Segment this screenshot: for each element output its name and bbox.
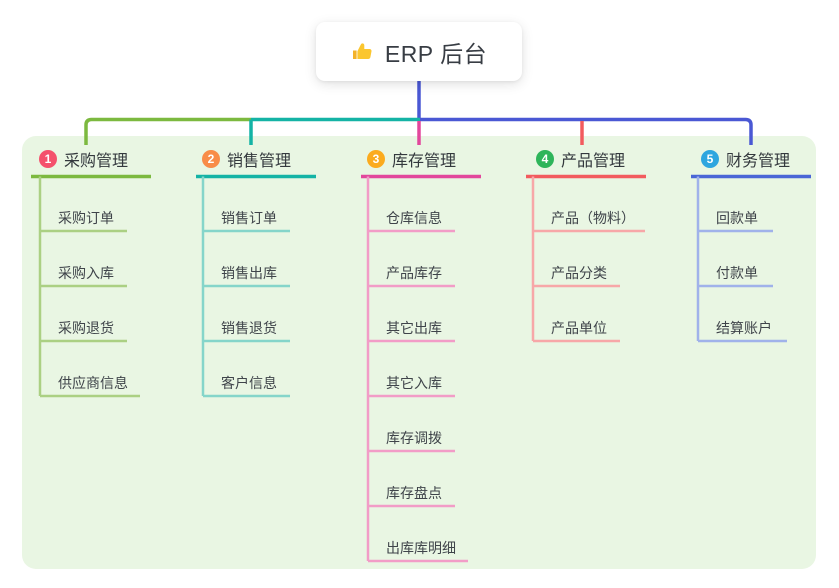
branch-title-product[interactable]: 4 产品管理 [536, 148, 625, 170]
branch-title-inventory[interactable]: 3 库存管理 [367, 148, 456, 170]
branch-title-finance[interactable]: 5 财务管理 [701, 148, 790, 170]
branch-number-badge-3: 3 [367, 150, 385, 168]
node-other-inbound[interactable]: 其它入库 [386, 375, 442, 391]
node-settlement-account[interactable]: 结算账户 [716, 320, 772, 336]
node-other-outbound[interactable]: 其它出库 [386, 320, 442, 336]
branch-label-product: 产品管理 [561, 153, 626, 170]
branch-label-purchase: 采购管理 [64, 153, 129, 170]
root-node-label: ERP 后台 [384, 40, 488, 67]
node-product-category[interactable]: 产品分类 [551, 265, 607, 281]
node-customer-info[interactable]: 客户信息 [221, 375, 277, 391]
node-supplier-info[interactable]: 供应商信息 [58, 375, 128, 391]
node-product-stock[interactable]: 产品库存 [386, 265, 442, 281]
node-stock-transfer[interactable]: 库存调拨 [386, 430, 442, 446]
root-node-erp-backend[interactable]: ERP 后台 [316, 22, 522, 81]
node-product-material[interactable]: 产品（物料） [551, 210, 635, 226]
branch-title-purchase[interactable]: 1 采购管理 [39, 148, 128, 170]
node-warehouse-info[interactable]: 仓库信息 [386, 210, 442, 226]
node-outbound-detail[interactable]: 出库库明细 [386, 540, 456, 556]
branch-label-inventory: 库存管理 [392, 153, 457, 170]
branch-title-sales[interactable]: 2 销售管理 [202, 148, 291, 170]
node-payment-doc[interactable]: 付款单 [716, 265, 758, 281]
mindmap-canvas-panel [22, 136, 816, 569]
node-purchase-order[interactable]: 采购订单 [58, 210, 114, 226]
node-sales-return[interactable]: 销售退货 [221, 320, 277, 336]
branch-number-badge-1: 1 [39, 150, 57, 168]
node-stock-take[interactable]: 库存盘点 [386, 485, 442, 501]
branch-number-badge-2: 2 [202, 150, 220, 168]
branch-label-sales: 销售管理 [227, 153, 292, 170]
node-purchase-inbound[interactable]: 采购入库 [58, 265, 114, 281]
thumbs-up-icon [351, 40, 375, 64]
node-sales-outbound[interactable]: 销售出库 [221, 265, 277, 281]
branch-number-badge-4: 4 [536, 150, 554, 168]
branch-label-finance: 财务管理 [726, 153, 791, 170]
node-sales-order[interactable]: 销售订单 [221, 210, 277, 226]
branch-number-badge-5: 5 [701, 150, 719, 168]
node-product-unit[interactable]: 产品单位 [551, 320, 607, 336]
node-purchase-return[interactable]: 采购退货 [58, 320, 114, 336]
node-receipt-doc[interactable]: 回款单 [716, 210, 758, 226]
